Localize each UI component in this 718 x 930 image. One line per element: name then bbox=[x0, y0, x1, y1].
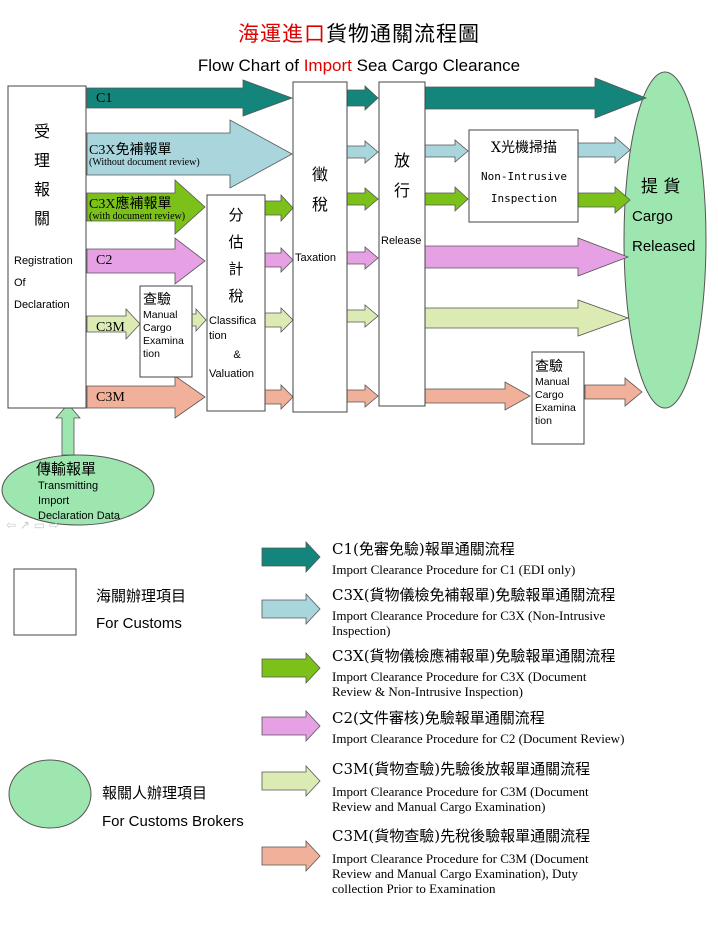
legend-item-c3x2: C3X(貨物儀檢應補報單)免驗報單通關流程 Import Clearance P… bbox=[332, 647, 616, 699]
xray-box bbox=[468, 129, 579, 223]
release-en: Release bbox=[381, 235, 422, 247]
delivery-cn: 提 貨 bbox=[641, 177, 681, 197]
lane-label-c1: C1 bbox=[96, 91, 113, 106]
lane-label-c2: C2 bbox=[96, 253, 113, 268]
slide-nav-icons[interactable]: ⇦ ↗ ▭ ⇨ bbox=[6, 518, 59, 532]
legend-brokers-en: For Customs Brokers bbox=[102, 813, 244, 830]
delivery-oval bbox=[623, 71, 707, 409]
exam2-text: 查驗 Manual Cargo Examina tion bbox=[535, 359, 576, 427]
taxation-cn: 徵 稅 bbox=[311, 165, 328, 214]
taxation-en: Taxation bbox=[295, 252, 336, 264]
arrow-c3m-3 bbox=[264, 307, 294, 333]
arrow-c3m-4 bbox=[346, 304, 379, 328]
legend-item-c1: C1(免審免驗)報單通關流程 Import Clearance Procedur… bbox=[332, 540, 576, 577]
lane-label-c3x-sub: (Without document review) bbox=[89, 157, 200, 168]
delivery-en: Cargo Released bbox=[632, 208, 696, 255]
lane-label-c3m2: C3M bbox=[96, 390, 125, 405]
legend-brokers-oval bbox=[8, 759, 92, 829]
arrow-c3x2-2 bbox=[264, 193, 294, 223]
arrow-c3m2-2 bbox=[264, 384, 294, 410]
arrow-c3x-4 bbox=[577, 136, 631, 164]
legend-arrow-c3x2 bbox=[261, 651, 321, 685]
release-box bbox=[378, 81, 426, 407]
arrow-c3x2-4 bbox=[424, 186, 469, 212]
xray-en: Non-Intrusive Inspection bbox=[480, 170, 568, 205]
legend-customs-en: For Customs bbox=[96, 615, 182, 632]
arrow-c2-4 bbox=[424, 237, 630, 277]
arrow-c1-2 bbox=[346, 85, 379, 111]
registration-box bbox=[7, 85, 87, 409]
arrow-c3m-2 bbox=[191, 307, 207, 333]
legend-arrow-c1 bbox=[261, 540, 321, 574]
transmit-en: Transmitting Import Declaration Data bbox=[38, 480, 120, 522]
arrow-c2-3 bbox=[346, 246, 379, 270]
classification-en: Classifica tion & Valuation bbox=[209, 315, 257, 380]
arrow-c3m2-5 bbox=[584, 377, 643, 407]
lane-label-c3x: C3X免補報單 bbox=[89, 143, 172, 158]
transmit-oval bbox=[1, 454, 155, 526]
arrow-c3m2-3 bbox=[346, 384, 379, 408]
arrow-c1-3 bbox=[424, 77, 648, 119]
exam1-box bbox=[139, 285, 193, 378]
arrow-c3x2-5 bbox=[577, 186, 631, 214]
arrow-c3x-3 bbox=[424, 139, 469, 163]
registration-en: Registration Of Declaration bbox=[14, 255, 73, 311]
legend-item-c3m2: C3M(貨物查驗)先稅後驗報單通關流程 Import Clearance Pro… bbox=[332, 827, 591, 896]
legend-item-c2: C2(文件審核)免驗報單通關流程 Import Clearance Proced… bbox=[332, 709, 625, 746]
legend-customs-box bbox=[13, 568, 77, 636]
arrow-c3m-1 bbox=[86, 307, 141, 341]
arrow-transmit-up bbox=[55, 403, 81, 456]
transmit-cn: 傳輸報單 bbox=[36, 460, 97, 478]
arrow-c3x2-3 bbox=[346, 187, 379, 211]
page-title-en: Flow Chart of Import Sea Cargo Clearance bbox=[197, 56, 521, 75]
legend-item-c3m: C3M(貨物查驗)先驗後放報單通關流程 Import Clearance Pro… bbox=[332, 760, 591, 814]
legend-item-c3x: C3X(貨物儀檢免補報單)免驗報單通關流程 Import Clearance P… bbox=[332, 586, 616, 638]
lane-label-c3m: C3M bbox=[96, 320, 125, 335]
arrow-c3m2-4 bbox=[424, 381, 531, 411]
lane-label-c3x2-sub: (with document review) bbox=[89, 211, 186, 222]
classification-cn: 分 估 計 稅 bbox=[228, 206, 244, 305]
registration-cn: 受 理 報 關 bbox=[33, 122, 50, 228]
taxation-box bbox=[292, 81, 348, 413]
lane-label-c3x2: C3X應補報單 bbox=[89, 197, 172, 212]
arrow-c3m2-1 bbox=[86, 375, 206, 419]
legend-arrow-c3x bbox=[261, 592, 321, 626]
arrow-c1-1 bbox=[86, 79, 294, 117]
legend-arrow-c3m bbox=[261, 764, 321, 798]
arrow-c3x2-1 bbox=[86, 179, 206, 235]
arrow-c2-2 bbox=[264, 247, 294, 273]
xray-cn: X光機掃描 bbox=[491, 140, 557, 156]
release-cn: 放 行 bbox=[393, 151, 410, 200]
arrow-c2-1 bbox=[86, 237, 206, 285]
arrow-c3m-5 bbox=[424, 299, 630, 337]
page-title-cn: 海運進口貨物通關流程圖 bbox=[238, 22, 480, 46]
legend-arrow-c2 bbox=[261, 709, 321, 743]
legend-customs-cn: 海關辦理項目 bbox=[96, 587, 187, 605]
arrow-c3x-2 bbox=[346, 140, 379, 164]
legend-brokers-cn: 報關人辦理項目 bbox=[102, 784, 208, 802]
legend-arrow-c3m2 bbox=[261, 839, 321, 873]
arrow-c3x-1 bbox=[86, 119, 293, 189]
exam2-box bbox=[531, 351, 585, 445]
classification-box bbox=[206, 194, 266, 412]
exam1-text: 查驗 Manual Cargo Examina tion bbox=[143, 292, 184, 360]
